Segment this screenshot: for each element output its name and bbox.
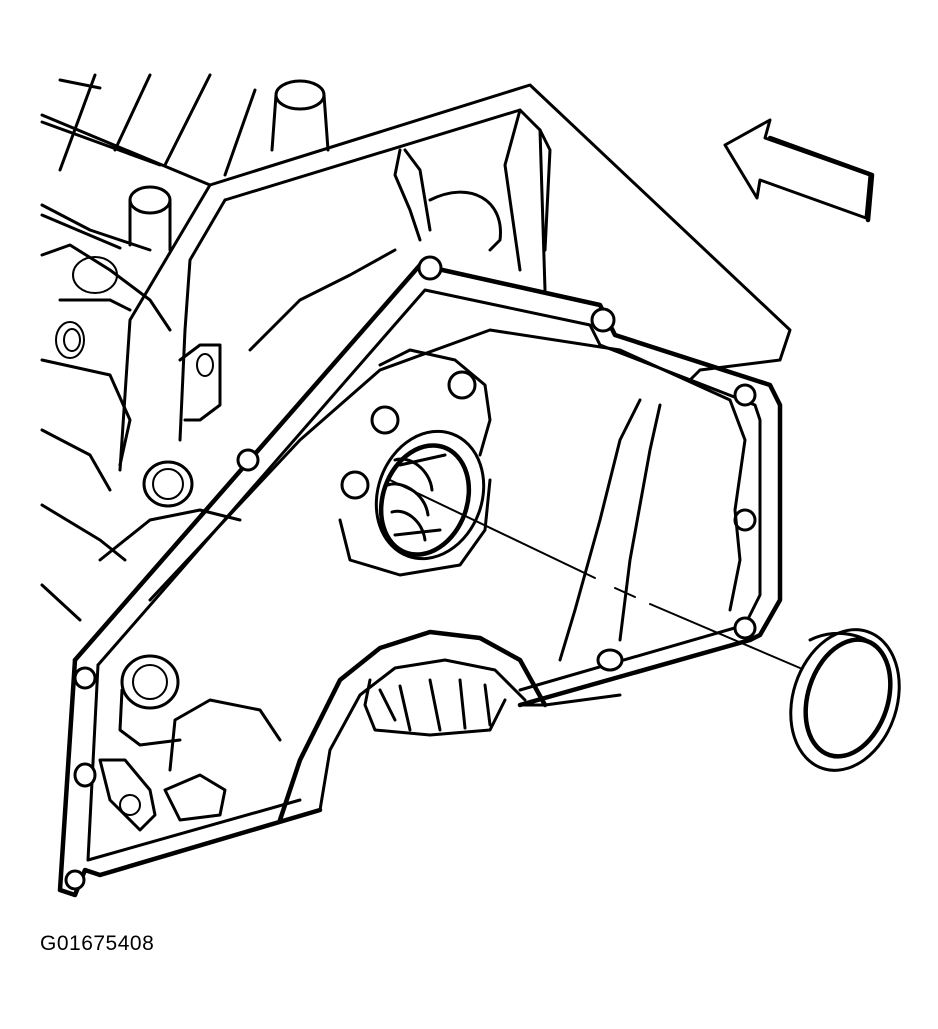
alignment-line (389, 479, 801, 669)
crankshaft-seal-bore (338, 348, 492, 577)
crankshaft-front-seal (789, 628, 901, 772)
lower-left-bosses (98, 460, 282, 832)
gasket-face (57, 255, 783, 898)
view-direction-arrow (723, 118, 875, 223)
engine-background-parts (40, 73, 330, 622)
figure-id-label: G01675408 (40, 932, 155, 955)
crankshaft-nose (277, 629, 624, 823)
engine-block (118, 83, 792, 472)
